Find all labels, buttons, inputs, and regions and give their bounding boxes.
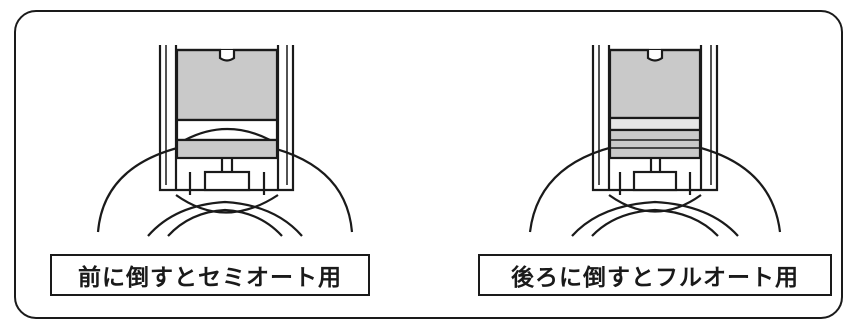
full-auto-caption: 後ろに倒すとフルオート用 bbox=[478, 254, 832, 296]
semi-auto-caption-text: 前に倒すとセミオート用 bbox=[78, 265, 342, 291]
semi-auto-illustration bbox=[96, 45, 354, 237]
full-auto-illustration bbox=[528, 45, 782, 237]
full-auto-caption-text: 後ろに倒すとフルオート用 bbox=[511, 265, 799, 291]
semi-auto-caption: 前に倒すとセミオート用 bbox=[50, 254, 370, 296]
